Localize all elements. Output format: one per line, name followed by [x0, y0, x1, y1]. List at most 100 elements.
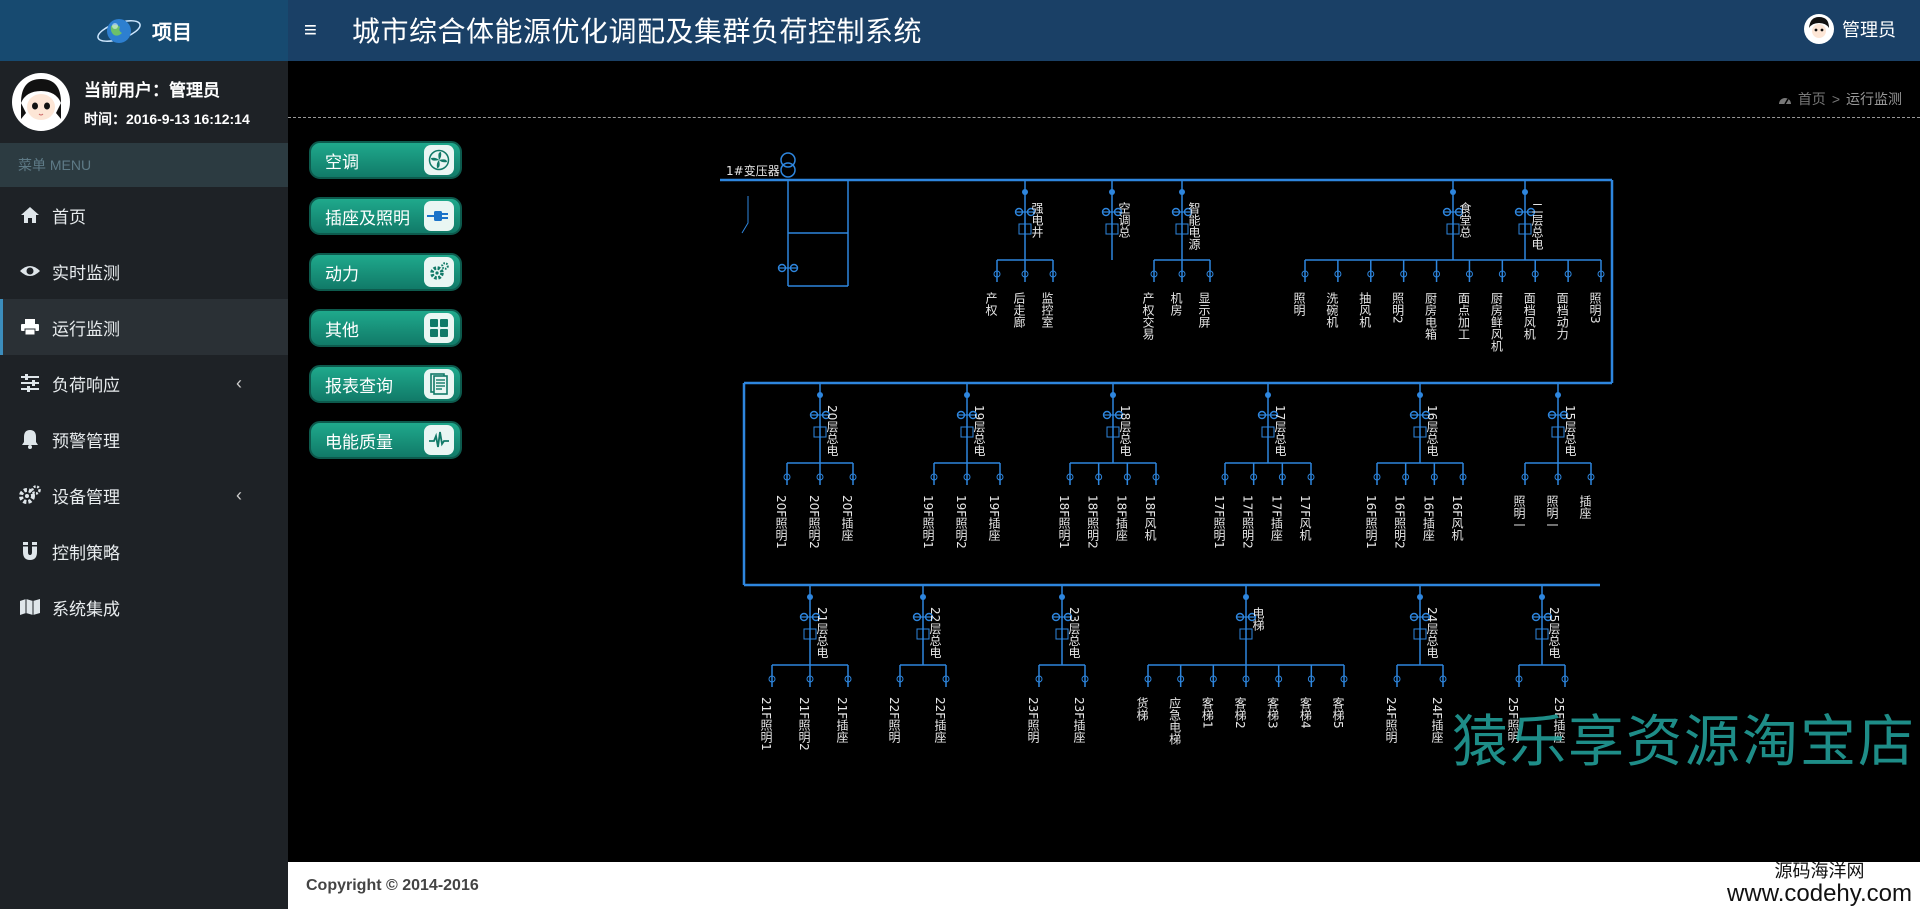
- sub-feeder-label: 显示屏: [1197, 292, 1211, 329]
- meter-box: [1055, 628, 1069, 640]
- sub-breaker: [1250, 473, 1258, 481]
- sub-feeder-label: 18F风机: [1143, 495, 1157, 541]
- sub-feeder-label: 21F插座: [835, 697, 849, 744]
- button-label: 动力: [325, 264, 359, 284]
- category-socket-lighting-button[interactable]: 插座及照明: [309, 197, 462, 235]
- sub-feeder-label: 照明2: [1391, 292, 1405, 324]
- breaker-node: [1059, 594, 1065, 600]
- sidebar-item-control[interactable]: 控制策略: [0, 523, 288, 579]
- sub-feeder-label: 应急电梯: [1168, 696, 1182, 745]
- sub-feeder-label: 21F照明1: [759, 697, 773, 751]
- breaker-node: [1243, 594, 1249, 600]
- sub-breaker: [1152, 473, 1160, 481]
- menu-header: 菜单 MENU: [0, 143, 288, 187]
- sub-breaker: [1459, 473, 1467, 481]
- button-label: 空调: [325, 152, 359, 172]
- sub-feeder-label: 监控室: [1040, 292, 1054, 328]
- sub-feeder-label: 18F照明1: [1057, 495, 1071, 549]
- hamburger-icon[interactable]: ≡: [304, 17, 317, 42]
- sub-feeder-label: 18F插座: [1114, 495, 1128, 542]
- sub-feeder-label: 抽风机: [1358, 292, 1372, 328]
- button-label: 报表查询: [325, 376, 393, 396]
- feeder-label: 18层总电: [1118, 405, 1132, 456]
- category-aircon-button[interactable]: 空调: [309, 141, 462, 179]
- sub-breaker: [1307, 675, 1315, 683]
- sidebar-item-realtime[interactable]: 实时监测: [0, 243, 288, 299]
- system-title: 城市综合体能源优化调配及集群负荷控制系统: [352, 16, 923, 47]
- meter-box: [916, 628, 930, 640]
- sidebar-item-load-response[interactable]: 负荷响应 ‹: [0, 355, 288, 411]
- plug-icon: [424, 201, 454, 231]
- sidebar-item-devices[interactable]: 设备管理 ‹: [0, 467, 288, 523]
- sub-breaker: [1402, 473, 1410, 481]
- user-name: 管理员: [1842, 20, 1896, 40]
- category-power-quality-button[interactable]: 电能质量: [309, 421, 462, 459]
- sub-feeder-label: 22F插座: [933, 697, 947, 744]
- globe-logo-icon: [97, 18, 141, 43]
- brand-name: 项目: [152, 22, 192, 44]
- sub-feeder-label: 客梯3: [1266, 696, 1280, 729]
- sidebar-item-operation[interactable]: 运行监测: [0, 299, 288, 355]
- chevron-left-icon: ‹: [236, 485, 242, 505]
- sub-feeder-label: 面点加工: [1456, 292, 1470, 340]
- sidebar-item-label: 实时监测: [52, 263, 120, 283]
- waveform-icon: [424, 425, 454, 455]
- sub-feeder-label: 客梯5: [1331, 696, 1345, 729]
- category-power-button[interactable]: 动力: [309, 253, 462, 291]
- watermark-text: 猿乐享资源淘宝店: [1452, 710, 1916, 773]
- breaker-node: [1179, 189, 1185, 195]
- sub-breaker: [1515, 675, 1523, 683]
- sub-breaker: [1177, 675, 1185, 683]
- sub-breaker: [844, 675, 852, 683]
- sidebar-item-alerts[interactable]: 预警管理: [0, 411, 288, 467]
- sidebar: 当前用户：管理员 时间：2016-9-13 16:12:14 菜单 MENU 首…: [0, 61, 288, 909]
- sub-feeder-label: 25F插座: [1552, 697, 1566, 744]
- sub-breaker: [963, 473, 971, 481]
- breaker-node: [807, 594, 813, 600]
- sub-feeder-label: 客梯4: [1298, 696, 1312, 729]
- map-icon: [18, 596, 42, 618]
- sidebar-item-home[interactable]: 首页: [0, 187, 288, 243]
- dashboard-icon: [1778, 98, 1791, 105]
- sub-feeder-label: 24F插座: [1430, 697, 1444, 744]
- sub-breaker: [1301, 270, 1309, 278]
- breaker-node: [1417, 392, 1423, 398]
- current-user-label: 当前用户：管理员: [84, 80, 220, 100]
- copyright: Copyright © 2014-2016: [306, 876, 479, 894]
- gears-icon: [18, 484, 42, 506]
- sub-breaker: [1081, 675, 1089, 683]
- user-menu[interactable]: 管理员: [1804, 14, 1896, 44]
- sub-breaker: [1340, 675, 1348, 683]
- sub-breaker: [1564, 270, 1572, 278]
- sub-breaker: [996, 473, 1004, 481]
- sidebar-item-integration[interactable]: 系统集成: [0, 579, 288, 635]
- breaker-node: [1110, 392, 1116, 398]
- sub-breaker: [1334, 270, 1342, 278]
- breadcrumb-home[interactable]: 首页: [1797, 91, 1826, 107]
- sub-breaker: [1178, 270, 1186, 278]
- sub-feeder-label: 机房: [1169, 292, 1183, 316]
- sidebar-item-label: 系统集成: [52, 599, 120, 619]
- sub-breaker: [768, 675, 776, 683]
- brand[interactable]: 项目: [0, 0, 288, 61]
- current-time-label: 时间：2016-9-13 16:12:14: [84, 110, 250, 127]
- feeder-label: 智能电源: [1187, 201, 1201, 251]
- sub-feeder-label: 16F照明2: [1393, 495, 1407, 549]
- meter-box: [1261, 426, 1275, 438]
- bell-icon: [18, 428, 42, 450]
- sidebar-item-label: 运行监测: [52, 319, 120, 339]
- magnet-icon: [18, 540, 42, 562]
- feeder-label: 19层总电: [972, 405, 986, 456]
- sub-breaker: [1307, 473, 1315, 481]
- category-other-button[interactable]: 其他: [309, 309, 462, 347]
- sub-feeder-label: 产权交易: [1141, 292, 1155, 341]
- sub-breaker: [816, 473, 824, 481]
- sidebar-item-label: 设备管理: [52, 487, 120, 507]
- sub-feeder-label: 24F照明: [1384, 697, 1398, 744]
- print-icon: [18, 316, 42, 338]
- sub-breaker: [1021, 270, 1029, 278]
- sub-feeder-label: 货梯: [1135, 696, 1149, 721]
- sub-breaker: [1123, 473, 1131, 481]
- sub-breaker: [993, 270, 1001, 278]
- category-report-button[interactable]: 报表查询: [309, 365, 462, 403]
